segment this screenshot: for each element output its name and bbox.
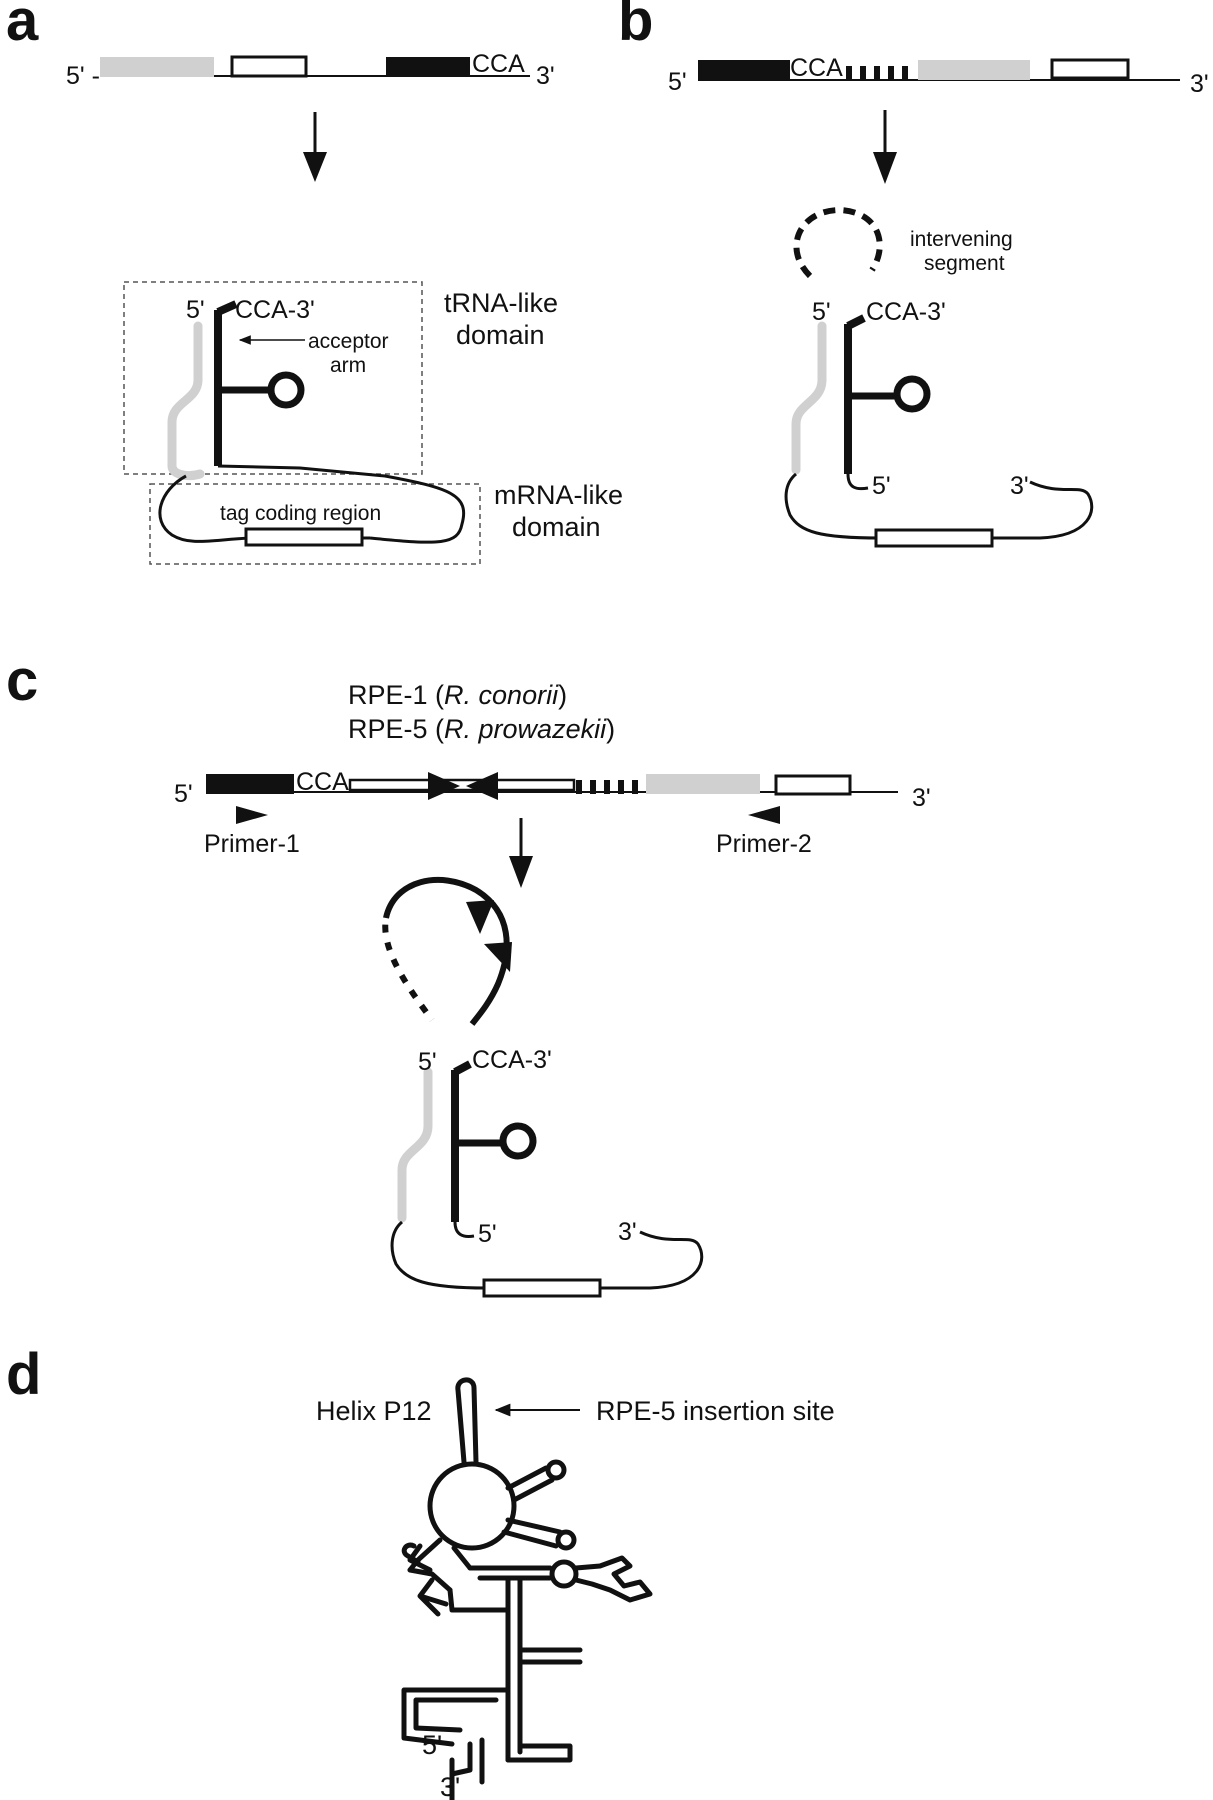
mrna-like-domain-box	[149, 483, 481, 565]
panel-b-down-arrow	[873, 110, 897, 184]
panel-a-gray-region	[100, 57, 214, 77]
panel-b-tag-box	[874, 528, 994, 548]
panel-c-black-region	[206, 774, 294, 794]
panel-b-5prime-label: 5'	[668, 68, 687, 96]
mrna-like-label-2: domain	[512, 512, 601, 542]
primer-2-label: Primer-2	[716, 830, 812, 858]
panel-d-5prime-label: 5'	[422, 1730, 442, 1760]
trna-like-label-1: tRNA-like	[444, 288, 558, 318]
mrna-like-label-1: mRNA-like	[494, 480, 623, 510]
primer-2-arrow	[748, 806, 780, 824]
panel-c-lower-5prime: 5'	[478, 1220, 497, 1248]
panel-b-struct-5prime: 5'	[812, 298, 831, 326]
panel-c: c RPE-1 (R. conorii) RPE-5 (R. prowazeki…	[6, 648, 931, 1298]
panel-b-letter: b	[618, 0, 653, 53]
panel-c-inverted-repeat-right	[428, 772, 460, 800]
acceptor-label-1: acceptor	[308, 330, 389, 353]
panel-c-open-box	[774, 774, 852, 796]
panel-a-open-box	[230, 55, 308, 78]
trna-like-domain-box	[123, 281, 423, 475]
panel-b-cca-label: CCA	[790, 54, 843, 82]
panel-d: d Helix P12 RPE-5 insertion site	[6, 1342, 835, 1800]
panel-b-lower-3prime: 3'	[1010, 472, 1029, 500]
panel-c-gray-region	[646, 774, 760, 794]
panel-c-5prime-label: 5'	[174, 780, 193, 808]
panel-b-intervening-dashes	[846, 66, 908, 80]
rpe5-insertion-label: RPE-5 insertion site	[596, 1396, 835, 1426]
acceptor-label-2: arm	[330, 354, 366, 377]
panel-c-cca-label: CCA	[296, 768, 349, 796]
panel-a: a 5' - CCA 3' 5	[6, 0, 623, 565]
panel-c-lower-3prime: 3'	[618, 1218, 637, 1246]
panel-b-gray-region	[918, 60, 1030, 80]
panel-c-tmrna-structure	[390, 1060, 704, 1298]
panel-b: b 5' CCA 3' intervening segment	[618, 0, 1209, 548]
panel-c-3prime-label: 3'	[912, 784, 931, 812]
panel-b-3prime-label: 3'	[1190, 70, 1209, 98]
panel-c-gene-map: 5' CCA 3'	[174, 768, 931, 812]
panel-a-gene-map: 5' - CCA 3'	[66, 50, 555, 90]
intervening-segment-arc	[793, 206, 883, 279]
panel-a-struct-5prime: 5'	[186, 296, 205, 324]
panel-b-gene-map: 5' CCA 3'	[668, 54, 1209, 98]
panel-c-tag-box	[482, 1278, 602, 1298]
panel-b-tmrna-structure	[784, 314, 1094, 548]
panel-c-struct-5prime: 5'	[418, 1048, 437, 1076]
panel-a-black-region	[386, 57, 470, 77]
panel-c-struct-cca3: CCA-3'	[472, 1046, 552, 1074]
intervening-label-2: segment	[924, 252, 1005, 275]
panel-c-letter: c	[6, 648, 38, 713]
trna-like-label-2: domain	[456, 320, 545, 350]
rpe1-label: RPE-1 (R. conorii)	[348, 680, 567, 710]
primer-1-arrow	[236, 806, 268, 824]
panel-a-struct-cca3: CCA-3'	[235, 296, 315, 324]
panel-a-letter: a	[6, 0, 39, 53]
rpe5-label: RPE-5 (R. prowazekii)	[348, 714, 615, 744]
panel-a-down-arrow	[303, 112, 327, 182]
intervening-label-1: intervening	[910, 228, 1013, 251]
panel-c-down-arrow	[509, 818, 533, 888]
panel-b-struct-cca3: CCA-3'	[866, 298, 946, 326]
panel-c-insertion-line	[348, 778, 576, 792]
helix-p12-label: Helix P12	[316, 1396, 432, 1426]
tmrna-secondary-structure	[401, 1377, 653, 1800]
panel-c-inverted-repeat-left	[466, 772, 498, 800]
panel-a-3prime-label: 3'	[536, 62, 555, 90]
panel-d-letter: d	[6, 1342, 41, 1407]
panel-c-looped-segment	[381, 876, 512, 1026]
panel-b-black-region	[698, 60, 790, 80]
panel-a-tmrna-structure	[158, 300, 465, 547]
panel-b-open-box	[1050, 58, 1130, 80]
tag-coding-region-label: tag coding region	[220, 502, 381, 525]
panel-a-5prime-label: 5' -	[66, 62, 100, 90]
tag-coding-region-box	[244, 527, 364, 547]
primer-1-label: Primer-1	[204, 830, 300, 858]
panel-c-intervening-dashes	[576, 780, 638, 794]
panel-a-cca-label: CCA	[472, 50, 525, 78]
panel-d-3prime-label: 3'	[440, 1772, 460, 1800]
panel-b-lower-5prime: 5'	[872, 472, 891, 500]
